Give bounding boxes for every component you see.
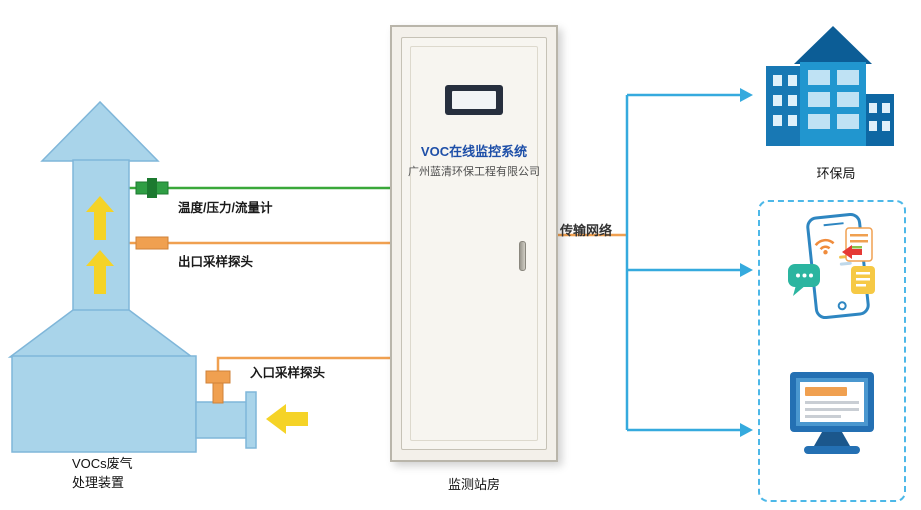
device-label-line1: VOCs废气 bbox=[72, 456, 133, 471]
wifi-icon bbox=[814, 238, 835, 247]
cabinet-display-screen bbox=[445, 85, 503, 115]
network-lines bbox=[556, 93, 742, 432]
inlet-probe-line bbox=[216, 356, 395, 372]
inlet-pipe-flange bbox=[245, 391, 257, 449]
cabinet-door: VOC在线监控系统 广州蓝清环保工程有限公司 bbox=[401, 37, 547, 450]
network-arrowheads bbox=[740, 88, 753, 437]
arrowhead-desktop-icon bbox=[740, 423, 753, 437]
temp-flow-meter-label: 温度/压力/流量计 bbox=[178, 201, 273, 215]
up-flow-arrow-icon bbox=[86, 196, 114, 240]
cabinet-door-handle bbox=[519, 241, 526, 271]
inlet-probe-label: 入口采样探头 bbox=[250, 366, 326, 380]
transfer-arrow-icon bbox=[842, 245, 862, 259]
cabinet-inner-panel bbox=[410, 46, 538, 441]
up-flow-arrow-icon bbox=[86, 250, 114, 294]
cabinet-company-name: 广州蓝清环保工程有限公司 bbox=[408, 166, 540, 178]
inlet-flow-arrow-icon bbox=[266, 404, 308, 434]
temp-flow-sensor-knob-icon bbox=[147, 178, 157, 198]
station-room-label: 监测站房 bbox=[447, 477, 500, 492]
epa-bureau-label: 环保局 bbox=[816, 166, 856, 181]
desktop-monitor-icon bbox=[790, 372, 874, 454]
cabinet-screen-glass bbox=[452, 91, 496, 109]
gas-flow-arrows bbox=[86, 196, 308, 434]
transmission-network-label: 传输网络 bbox=[560, 223, 613, 238]
receivers-dashed-box bbox=[758, 200, 906, 502]
chat-bubble-icon bbox=[788, 264, 820, 296]
cabinet-system-title: VOC在线监控系统 bbox=[420, 144, 528, 159]
outlet-probe-label: 出口采样探头 bbox=[178, 255, 254, 269]
inlet-pipe bbox=[195, 401, 249, 439]
device-label-line2: 处理装置 bbox=[72, 474, 125, 490]
sensor-valves bbox=[135, 178, 231, 404]
document-cards-icon bbox=[842, 227, 875, 294]
device-funnel bbox=[7, 309, 195, 358]
outlet-probe-icon bbox=[135, 236, 169, 250]
arrowhead-mobile-icon bbox=[740, 263, 753, 277]
device-label: VOCs废气 处理装置 bbox=[72, 455, 133, 493]
inlet-probe-stem-icon bbox=[212, 382, 224, 404]
inlet-probe-cap-icon bbox=[205, 370, 231, 384]
epa-building-icon bbox=[766, 26, 894, 146]
device-base bbox=[11, 355, 197, 453]
monitoring-cabinet: VOC在线监控系统 广州蓝清环保工程有限公司 bbox=[390, 25, 558, 462]
arrowhead-epa-icon bbox=[740, 88, 753, 102]
vocs-treatment-device bbox=[7, 100, 257, 453]
chimney-roof bbox=[40, 100, 160, 162]
